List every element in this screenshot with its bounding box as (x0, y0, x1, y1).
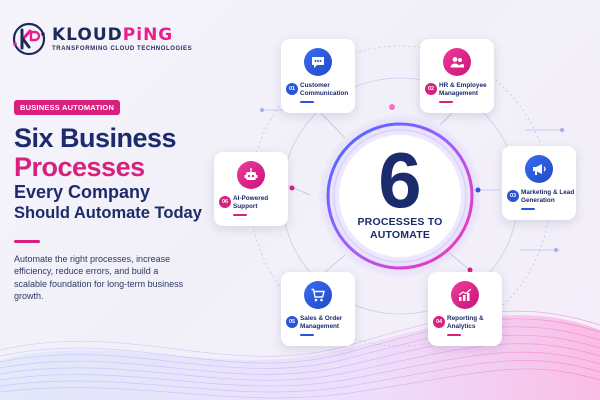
process-label: Reporting & Analytics (447, 315, 484, 330)
label-underline (300, 101, 314, 103)
label-underline (447, 334, 461, 336)
title-line-1: Six Business (14, 123, 177, 153)
process-label: Customer Communication (300, 82, 349, 97)
process-label: Sales & Order Management (300, 315, 343, 330)
process-card-hr-employee-management[interactable]: 02 HR & Employee Management (420, 39, 494, 113)
hub-label: PROCESSES TO AUTOMATE (357, 216, 443, 241)
title-divider (14, 240, 40, 243)
process-card-sales-order-management[interactable]: 05 Sales & Order Management (281, 272, 355, 346)
process-card-reporting-analytics[interactable]: 04 Reporting & Analytics (428, 272, 502, 346)
process-label: AI-Powered Support (233, 195, 269, 210)
megaphone-icon (525, 155, 553, 183)
process-card-marketing-lead-generation[interactable]: 03 Marketing & Lead Generation (502, 146, 576, 220)
process-number: 05 (286, 316, 298, 328)
brand-tagline: TRANSFORMING CLOUD TECHNOLOGIES (52, 46, 193, 52)
label-underline (521, 208, 535, 210)
cart-icon (304, 281, 332, 309)
title-line-2: Processes (14, 152, 145, 182)
process-number: 03 (507, 190, 519, 202)
category-badge: BUSINESS AUTOMATION (14, 100, 121, 115)
people-icon (443, 48, 471, 76)
hub-number: 6 (378, 136, 422, 224)
description-text: Automate the right processes, increase e… (14, 254, 184, 301)
robot-icon (237, 161, 265, 189)
brand-logo[interactable]: KLOUDPiNG TRANSFORMING CLOUD TECHNOLOGIE… (12, 22, 192, 56)
brand-name: KLOUDPiNG (52, 25, 174, 45)
label-underline (233, 214, 247, 216)
process-number: 01 (286, 83, 298, 95)
chart-icon (451, 281, 479, 309)
process-number: 02 (425, 83, 437, 95)
process-card-customer-communication[interactable]: 01 Customer Communication (281, 39, 355, 113)
process-label: HR & Employee Management (439, 82, 487, 97)
process-number: 06 (219, 196, 231, 208)
title-line-3: Every Company (14, 182, 151, 202)
label-underline (439, 101, 453, 103)
page-title: Six Business Processes Every Company Sho… (14, 124, 234, 224)
process-card-ai-powered-support[interactable]: 06 AI-Powered Support (214, 152, 288, 226)
label-underline (300, 334, 314, 336)
process-label: Marketing & Lead Generation (521, 189, 575, 204)
process-number: 04 (433, 316, 445, 328)
title-line-4: Should Automate Today (14, 204, 202, 222)
chat-icon (304, 48, 332, 76)
kp-logo-icon (12, 22, 46, 56)
